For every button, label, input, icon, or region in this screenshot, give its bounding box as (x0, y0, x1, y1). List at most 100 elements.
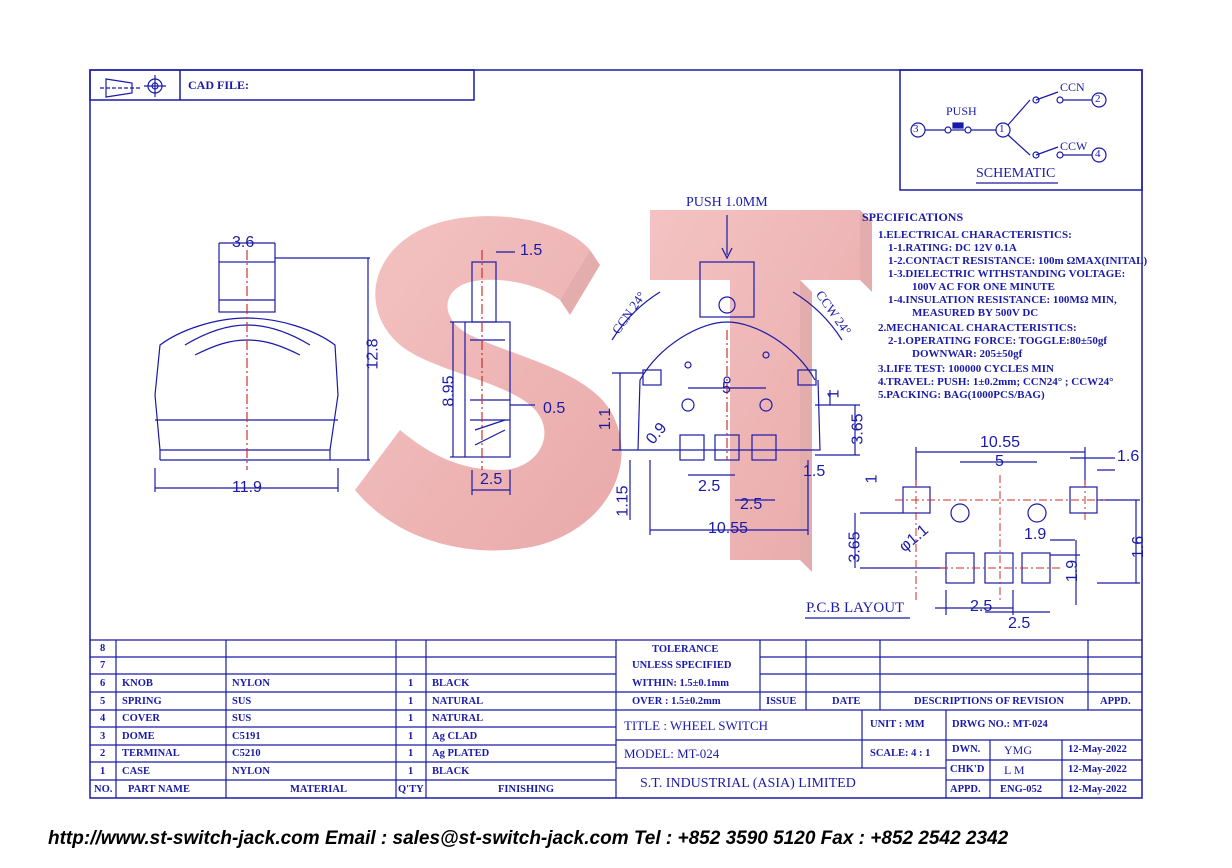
title-block-dwn-value: YMG (1004, 743, 1033, 757)
revision-appd: APPD. (1100, 696, 1131, 707)
schematic-drawing (910, 91, 1107, 184)
bom-no: 3 (100, 731, 106, 742)
bom-no: 2 (100, 748, 106, 759)
schematic-push-label: PUSH (946, 104, 977, 118)
title-block-appd-label: APPD. (950, 784, 981, 795)
dim-side-tab: 0.5 (543, 400, 566, 417)
bom-material: NYLON (232, 678, 270, 689)
bom-part: DOME (122, 731, 155, 742)
tolerance-within: WITHIN: 1.5±0.1mm (632, 678, 730, 689)
title-block-dwn-label: DWN. (952, 744, 981, 755)
bom-qty: 1 (408, 678, 414, 689)
bom-part: TERMINAL (122, 748, 180, 759)
spec-line: 2.MECHANICAL CHARACTERISTICS: (878, 322, 1077, 334)
dim-pcb-3-65: 3.65 (846, 531, 864, 563)
pcb-layout-label: P.C.B LAYOUT (806, 600, 905, 616)
title-block-title: TITLE : WHEEL SWITCH (624, 718, 769, 733)
title-block-chkd-date: 12-May-2022 (1068, 764, 1127, 775)
bom-qty: 1 (408, 731, 414, 742)
spec-line: 100V AC FOR ONE MINUTE (912, 281, 1055, 293)
dim-pcb-5: 5 (995, 453, 1004, 470)
spec-line: DOWNWAR: 205±50gf (912, 348, 1023, 360)
dim-main-2-5b: 2.5 (740, 496, 763, 513)
title-block-unit: UNIT : MM (870, 719, 925, 730)
bom-no: 4 (100, 713, 106, 724)
title-block-chkd-value: L M (1004, 763, 1025, 777)
title-block-model: MODEL: MT-024 (624, 746, 720, 761)
main-view (611, 215, 860, 535)
dim-main-3-65: 3.65 (849, 413, 867, 445)
bom-finishing: NATURAL (432, 696, 484, 707)
title-block-dwn-date: 12-May-2022 (1068, 744, 1127, 755)
dim-pcb-2-5a: 2.5 (970, 598, 993, 615)
title-block-appd-date: 12-May-2022 (1068, 784, 1127, 795)
front-view (154, 242, 370, 492)
schematic-node-1: 1 (999, 123, 1005, 135)
bom-qty: 1 (408, 713, 414, 724)
bom-finishing: NATURAL (432, 713, 484, 724)
schematic-title: SCHEMATIC (976, 166, 1056, 181)
dim-front-width: 11.9 (232, 479, 262, 496)
title-block-grid (90, 639, 1142, 798)
schematic-ccw-label: CCW (1060, 139, 1088, 153)
spec-line: 1-1.RATING: DC 12V 0.1A (888, 242, 1017, 254)
spec-line: 1-4.INSULATION RESISTANCE: 100MΩ MIN, (888, 294, 1117, 306)
bom-no: 5 (100, 696, 106, 707)
bom-no: 7 (100, 660, 106, 671)
spec-line: 1-2.CONTACT RESISTANCE: 100m ΩMAX(INITAL… (888, 255, 1148, 267)
bom-header-finishing: FINISHING (498, 784, 555, 795)
dim-pcb-1: 1 (863, 474, 881, 484)
schematic-node-3: 3 (913, 123, 919, 135)
dim-main-10-55: 10.55 (708, 520, 749, 537)
bom-no: 8 (100, 643, 106, 654)
dim-main-1-5: 1.5 (803, 463, 826, 480)
bom-finishing: BLACK (432, 766, 470, 777)
projection-symbol-icon (100, 75, 166, 98)
bom-part: CASE (122, 766, 151, 777)
tolerance-over: OVER : 1.5±0.2mm (632, 696, 721, 707)
side-view (450, 250, 535, 495)
spec-line: 1.ELECTRICAL CHARACTERISTICS: (878, 229, 1072, 241)
title-block-scale: SCALE: 4 : 1 (870, 748, 931, 759)
bom-finishing: BLACK (432, 678, 470, 689)
spec-line: 1-3.DIELECTRIC WITHSTANDING VOLTAGE: (888, 268, 1126, 280)
dim-pcb-1-6b: 1.6 (1130, 535, 1148, 559)
bom-header-material: MATERIAL (290, 784, 347, 795)
dim-pcb-1-6a: 1.6 (1117, 448, 1140, 465)
bom-header-no: NO. (94, 784, 113, 795)
bom-material: NYLON (232, 766, 270, 777)
bom-finishing: Ag PLATED (432, 748, 490, 759)
spec-line: MEASURED BY 500V DC (912, 307, 1039, 319)
dim-main-2-5a: 2.5 (698, 478, 721, 495)
title-block-chkd-label: CHK'D (950, 764, 985, 775)
bom-finishing: Ag CLAD (432, 731, 478, 742)
bom-qty: 1 (408, 748, 414, 759)
dim-pcb-10-55: 10.55 (980, 434, 1021, 451)
spec-line: 2-1.OPERATING FORCE: TOGGLE:80±50gf (888, 335, 1108, 347)
dim-main-5: 5 (722, 380, 731, 397)
contact-footer: http://www.st-switch-jack.com Email : sa… (48, 828, 1009, 849)
revision-date: DATE (832, 696, 861, 707)
bom-qty: 1 (408, 766, 414, 777)
bom-material: SUS (232, 713, 252, 724)
title-block-company: S.T. INDUSTRIAL (ASIA) LIMITED (640, 776, 856, 791)
spec-line: 3.LIFE TEST: 100000 CYCLES MIN (878, 363, 1054, 375)
bom-header-qty: Q'TY (398, 784, 424, 795)
dim-main-1-15: 1.15 (614, 485, 632, 517)
bom-part: COVER (122, 713, 160, 724)
bom-qty: 1 (408, 696, 414, 707)
dim-pcb-1-9b: 1.9 (1064, 559, 1082, 583)
dim-side-top: 1.5 (520, 242, 543, 259)
revision-issue: ISSUE (766, 696, 797, 707)
bom-part: SPRING (122, 696, 162, 707)
spec-line: 5.PACKING: BAG(1000PCS/BAG) (878, 389, 1045, 401)
bom-no: 6 (100, 678, 106, 689)
dim-pcb-2-5b: 2.5 (1008, 615, 1031, 632)
dim-main-1-1: 1.1 (597, 407, 615, 431)
tolerance-unless: UNLESS SPECIFIED (632, 660, 732, 671)
title-block-drwg-no: DRWG NO.: MT-024 (952, 719, 1048, 730)
tolerance-title: TOLERANCE (652, 644, 719, 655)
revision-descriptions: DESCRIPTIONS OF REVISION (914, 696, 1065, 707)
